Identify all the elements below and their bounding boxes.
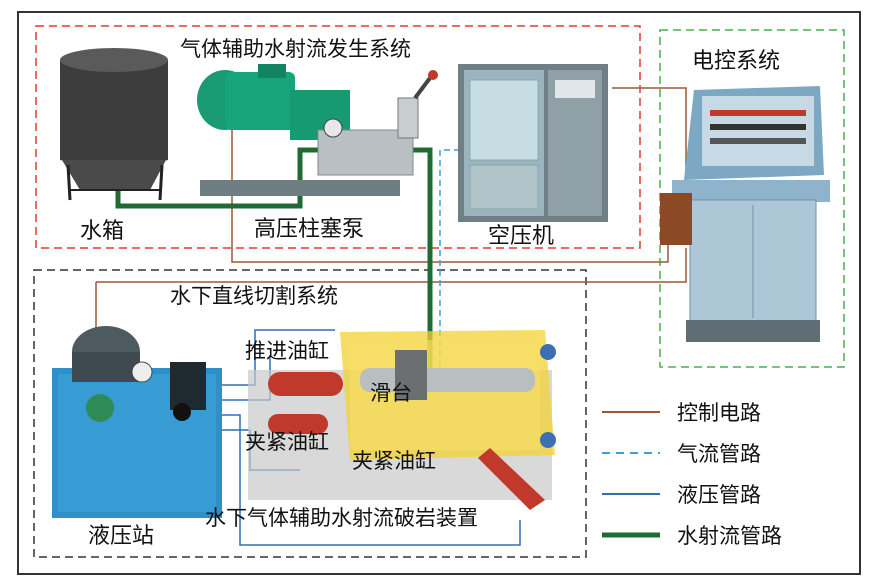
plunger-pump-icon — [197, 64, 438, 196]
legend-item-air: 气流管路 — [602, 442, 761, 466]
group-title-underwater: 水下直线切割系统 — [170, 284, 338, 308]
group-title-top: 气体辅助水射流发生系统 — [180, 37, 411, 61]
label-device: 水下气体辅助水射流破岩装置 — [205, 506, 478, 530]
water-tank-icon — [60, 48, 168, 201]
label-compressor: 空压机 — [488, 224, 554, 249]
hydraulic-station-icon — [52, 326, 222, 518]
label-plunger-pump: 高压柱塞泵 — [254, 217, 364, 242]
control-cabinet-icon — [660, 86, 830, 342]
group-title-electric: 电控系统 — [692, 49, 780, 74]
legend-item-waterjet: 水射流管路 — [602, 524, 782, 548]
legend-label-control: 控制电路 — [677, 401, 761, 425]
label-clamp-left: 夹紧油缸 — [245, 430, 329, 454]
cutting-device-icon — [248, 330, 556, 510]
label-push-cylinder: 推进油缸 — [245, 339, 329, 363]
legend-item-control: 控制电路 — [602, 401, 761, 425]
legend-label-air: 气流管路 — [677, 442, 761, 466]
top-system-box — [35, 25, 641, 249]
label-clamp-right: 夹紧油缸 — [352, 449, 436, 473]
label-water-tank: 水箱 — [80, 219, 124, 244]
waterjet-line — [115, 147, 433, 380]
legend-label-waterjet: 水射流管路 — [677, 524, 782, 548]
label-hydraulic-station: 液压站 — [88, 524, 154, 549]
lower-system-box — [33, 269, 587, 558]
outer-frame — [17, 11, 861, 575]
label-slide: 滑台 — [370, 381, 412, 405]
legend: 控制电路 气流管路 液压管路 水射流管路 — [602, 401, 782, 548]
air-compressor-icon — [458, 64, 608, 222]
legend-item-hydraulic: 液压管路 — [602, 483, 761, 507]
legend-label-hydraulic: 液压管路 — [677, 483, 761, 507]
